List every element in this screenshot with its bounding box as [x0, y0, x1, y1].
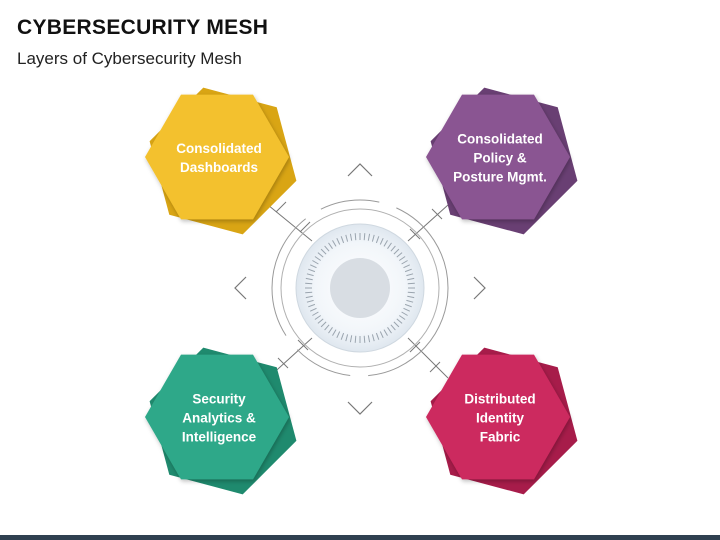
hub-tick: [340, 236, 345, 244]
hub-tick: [407, 277, 415, 281]
hexagon-bottom-right: [426, 347, 578, 495]
hexagon-front-bottom-left: [145, 354, 289, 480]
hub-tick: [324, 324, 330, 331]
hub-tick: [308, 268, 316, 273]
hub-tick: [393, 248, 400, 255]
hub-tick: [403, 264, 411, 269]
hub-tick: [379, 237, 384, 245]
hub-tick: [306, 273, 314, 277]
hub-tick: [404, 268, 412, 273]
hub-tick: [336, 237, 341, 245]
hub-tick: [328, 327, 333, 334]
hub-tick: [383, 329, 388, 336]
hub-tick: [375, 332, 380, 340]
hexagon-front-top-left: [145, 94, 289, 220]
hub-tick: [404, 303, 412, 308]
node-label-consolidated-policy: Consolidated Policy & Posture Mgmt.: [453, 131, 547, 185]
hub-tick: [320, 321, 327, 328]
page-title: CYBERSECURITY MESH: [17, 16, 269, 39]
hub-tick: [312, 311, 319, 316]
hub-tick: [354, 335, 357, 343]
hub-tick: [345, 334, 349, 342]
hub-tick: [336, 331, 341, 339]
hub-tick: [401, 311, 408, 316]
hub-tick: [305, 282, 313, 285]
hub-tick: [379, 331, 384, 339]
hub-tick: [317, 252, 324, 258]
node-label-consolidated-dashboards: Consolidated Dashboards: [176, 141, 262, 175]
hub-tick: [406, 299, 414, 303]
hub-tick: [324, 245, 330, 252]
hub-tick: [399, 256, 406, 261]
node-label-distributed-identity: Distributed Identity Fabric: [464, 391, 536, 445]
hub-tick: [383, 240, 388, 247]
hub-tick: [393, 321, 400, 328]
hub-tick: [399, 315, 406, 320]
hub-tick: [407, 295, 415, 299]
hub-tick: [375, 236, 380, 244]
hexagon-top-right: [426, 87, 578, 235]
hub-tick: [367, 233, 371, 241]
hub-tick: [320, 248, 327, 255]
hub-tick: [345, 234, 349, 242]
hub-tick: [317, 318, 324, 324]
chevron-left-icon: [234, 276, 247, 300]
node-label-security-analytics: Security Analytics & Intelligence: [181, 391, 257, 445]
hub-tick: [354, 233, 357, 241]
hub-tick: [309, 307, 317, 312]
hub-middle-ring: [280, 208, 440, 368]
hexagon-front-top-right: [426, 94, 570, 220]
hexagon-front-bottom-right: [426, 354, 570, 480]
hub-tick: [349, 335, 353, 343]
hub-tick: [308, 303, 316, 308]
chevron-up-icon: [347, 163, 373, 177]
hub-tick: [312, 260, 319, 265]
connector-top-right: [407, 204, 449, 242]
hub-tick: [406, 273, 414, 277]
hub-tick: [309, 264, 317, 269]
hub-tick: [396, 318, 403, 324]
hub-tick: [390, 245, 396, 252]
footer-bar: [0, 535, 720, 540]
hub-tick: [332, 329, 337, 336]
hub-tick: [403, 307, 411, 312]
hub: [271, 199, 449, 377]
chevron-down-icon: [347, 401, 373, 415]
page-subtitle: Layers of Cybersecurity Mesh: [17, 49, 242, 68]
hub-tick: [407, 291, 415, 294]
hub-tick: [306, 299, 314, 303]
hub-tick: [363, 335, 366, 343]
hub-tick: [367, 335, 371, 343]
hub-core: [330, 258, 390, 318]
hub-tick: [390, 324, 396, 331]
hexagon-bottom-left: [145, 347, 297, 495]
hub-tick: [305, 291, 313, 294]
connector-top-left: [267, 204, 313, 242]
hub-tick: [314, 315, 321, 320]
hub-tick: [401, 260, 408, 265]
hub-tick: [396, 252, 403, 258]
hub-tick: [387, 242, 392, 249]
hub-tick: [340, 332, 345, 340]
hub-tick: [305, 295, 313, 299]
hub-tick: [332, 240, 337, 247]
hub-tick: [328, 242, 333, 249]
hexagon-top-left: [145, 87, 297, 235]
hub-tick: [371, 334, 375, 342]
chevron-right-icon: [473, 276, 486, 300]
hub-tick-ring: [305, 233, 415, 343]
hub-outer-ring: [271, 199, 449, 377]
hub-tick: [305, 277, 313, 281]
hub-tick: [371, 234, 375, 242]
hub-tick: [407, 282, 415, 285]
hub-tick: [349, 233, 353, 241]
hub-tick: [387, 327, 392, 334]
hub-tick: [363, 233, 366, 241]
hub-tick: [314, 256, 321, 261]
